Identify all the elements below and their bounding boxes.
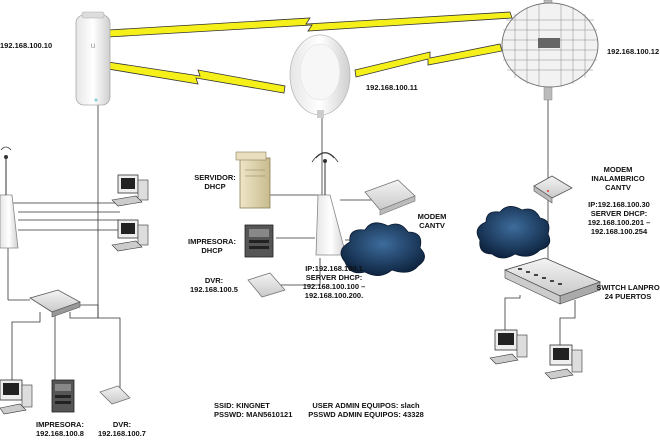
dvr-left-label-line2: 192.168.100.7 xyxy=(98,429,146,438)
printer-left-label-line1: IMPRESORA: xyxy=(36,420,84,429)
printer-center-label-line1: IMPRESORA: xyxy=(188,237,236,246)
modem-right-ip: IP:192.168.100.30 xyxy=(588,200,650,209)
printer-center-label: IMPRESORA: DHCP xyxy=(187,237,237,255)
computer-right-1 xyxy=(489,329,528,365)
footer-wifi-credentials: SSID: KINGNET PSSWD: MAN5610121 xyxy=(214,401,292,419)
cloud-internet-right xyxy=(476,206,551,259)
router-center-range-1: 192.168.100.100 – xyxy=(302,282,366,291)
dish-antenna-center xyxy=(289,34,351,118)
footer-psswd-admin: PSSWD ADMIN EQUIPOS: 43328 xyxy=(308,410,424,419)
printer-center-icon xyxy=(244,224,274,258)
printer-center-label-line2: DHCP xyxy=(201,246,223,255)
dvr-left-icon xyxy=(99,385,131,405)
server-label-line2: DHCP xyxy=(204,182,226,191)
dvr-center-icon xyxy=(247,272,286,298)
left-ap-ip: 192.168.100.10 xyxy=(0,41,53,50)
dvr-center-label-line1: DVR: xyxy=(204,276,224,285)
router-center-ip: IP:192.168.100.1 xyxy=(305,264,363,273)
modem-center-label-line2: CANTV xyxy=(419,221,445,230)
server-label: SERVIDOR: DHCP xyxy=(193,173,237,191)
printer-left-icon xyxy=(51,379,75,413)
footer-user-admin: USER ADMIN EQUIPOS: slach xyxy=(312,401,420,410)
dvr-left-label-line1: DVR: xyxy=(112,420,132,429)
computer-right-2 xyxy=(544,344,583,380)
dvr-center-label-line2: 192.168.100.5 xyxy=(190,285,238,294)
center-dish-ip: 192.168.100.11 xyxy=(366,83,418,92)
switch-lanpro-icon xyxy=(503,257,602,305)
modem-center-label-line1: MODEM xyxy=(417,212,447,221)
computer-left-3 xyxy=(0,379,33,415)
cloud-internet-center xyxy=(340,222,425,276)
router-center-dhcp: SERVER DHCP: xyxy=(305,273,363,282)
dvr-center-label: DVR: 192.168.100.5 xyxy=(185,276,243,294)
switch-lanpro-label-line1: SWITCH LANPRO xyxy=(596,283,660,292)
modem-right-label: MODEM INALAMBRICO CANTV xyxy=(588,165,648,192)
right-grid-ip: 192.168.100.12 xyxy=(607,47,660,56)
modem-right-dhcp: SERVER DHCP: xyxy=(590,209,648,218)
computer-left-2 xyxy=(111,219,149,252)
footer-admin-credentials: USER ADMIN EQUIPOS: slach PSSWD ADMIN EQ… xyxy=(300,401,432,419)
modem-right-label-line1: MODEM xyxy=(603,165,633,174)
modem-right-range-1: 192.168.100.201 – xyxy=(587,218,651,227)
footer-psswd: PSSWD: MAN5610121 xyxy=(214,410,293,419)
modem-right-range-2: 192.168.100.254 xyxy=(590,227,648,236)
switch-lanpro-label: SWITCH LANPRO 24 PUERTOS xyxy=(596,283,660,301)
router-center xyxy=(311,152,347,256)
wireless-link-top xyxy=(107,11,513,38)
modem-center-icon xyxy=(364,179,416,216)
footer-ssid: SSID: KINGNET xyxy=(214,401,270,410)
modem-center-label: MODEM CANTV xyxy=(412,212,452,230)
computer-left-1 xyxy=(111,174,149,207)
modem-right-label-line2: INALAMBRICO xyxy=(591,174,645,183)
switch-lanpro-label-line2: 24 PUERTOS xyxy=(604,292,652,301)
access-point-left: u xyxy=(75,11,111,106)
printer-left-label-line2: 192.168.100.8 xyxy=(36,429,84,438)
modem-right-icon xyxy=(533,175,573,204)
wireless-link-left xyxy=(107,61,286,94)
router-center-range-2: 192.168.100.200. xyxy=(304,291,364,300)
server-label-line1: SERVIDOR: xyxy=(194,173,236,182)
svg-text:u: u xyxy=(91,41,95,50)
network-cables xyxy=(0,92,576,392)
dvr-left-label: DVR: 192.168.100.7 xyxy=(94,420,150,438)
switch-left-icon xyxy=(29,289,81,318)
router-center-label: IP:192.168.100.1 SERVER DHCP: 192.168.10… xyxy=(292,264,376,300)
modem-right-config: IP:192.168.100.30 SERVER DHCP: 192.168.1… xyxy=(580,200,658,236)
modem-right-label-line3: CANTV xyxy=(605,183,631,192)
wireless-link-right xyxy=(354,43,503,78)
router-left xyxy=(0,146,19,249)
server-tower xyxy=(235,151,271,209)
printer-left-label: IMPRESORA: 192.168.100.8 xyxy=(32,420,88,438)
grid-antenna-right xyxy=(501,0,599,101)
